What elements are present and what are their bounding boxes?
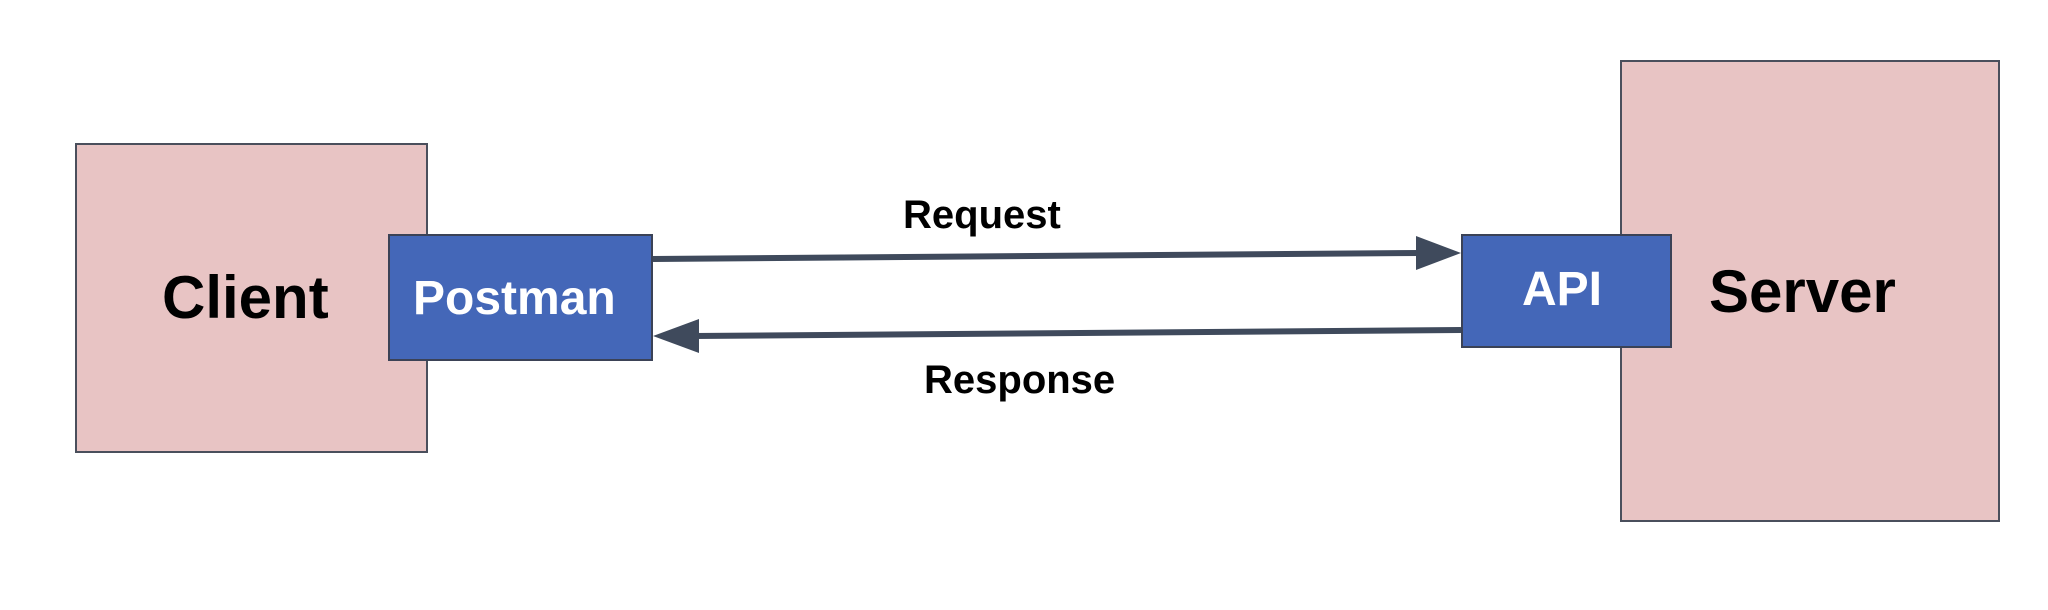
client-label: Client: [162, 264, 329, 331]
server-label: Server: [1709, 258, 1896, 325]
response-label: Response: [924, 358, 1116, 402]
api-label: API: [1522, 263, 1603, 316]
response-arrow-line: [693, 327, 1462, 339]
server-container: [1620, 60, 2000, 522]
request-label: Request: [903, 193, 1061, 237]
postman-label: Postman: [413, 272, 616, 325]
postman-box: [388, 234, 653, 361]
api-box: [1461, 234, 1672, 348]
request-arrow-line: [652, 250, 1421, 262]
response-arrowhead: [653, 319, 699, 353]
request-arrowhead: [1416, 236, 1461, 270]
client-container: [75, 143, 428, 453]
